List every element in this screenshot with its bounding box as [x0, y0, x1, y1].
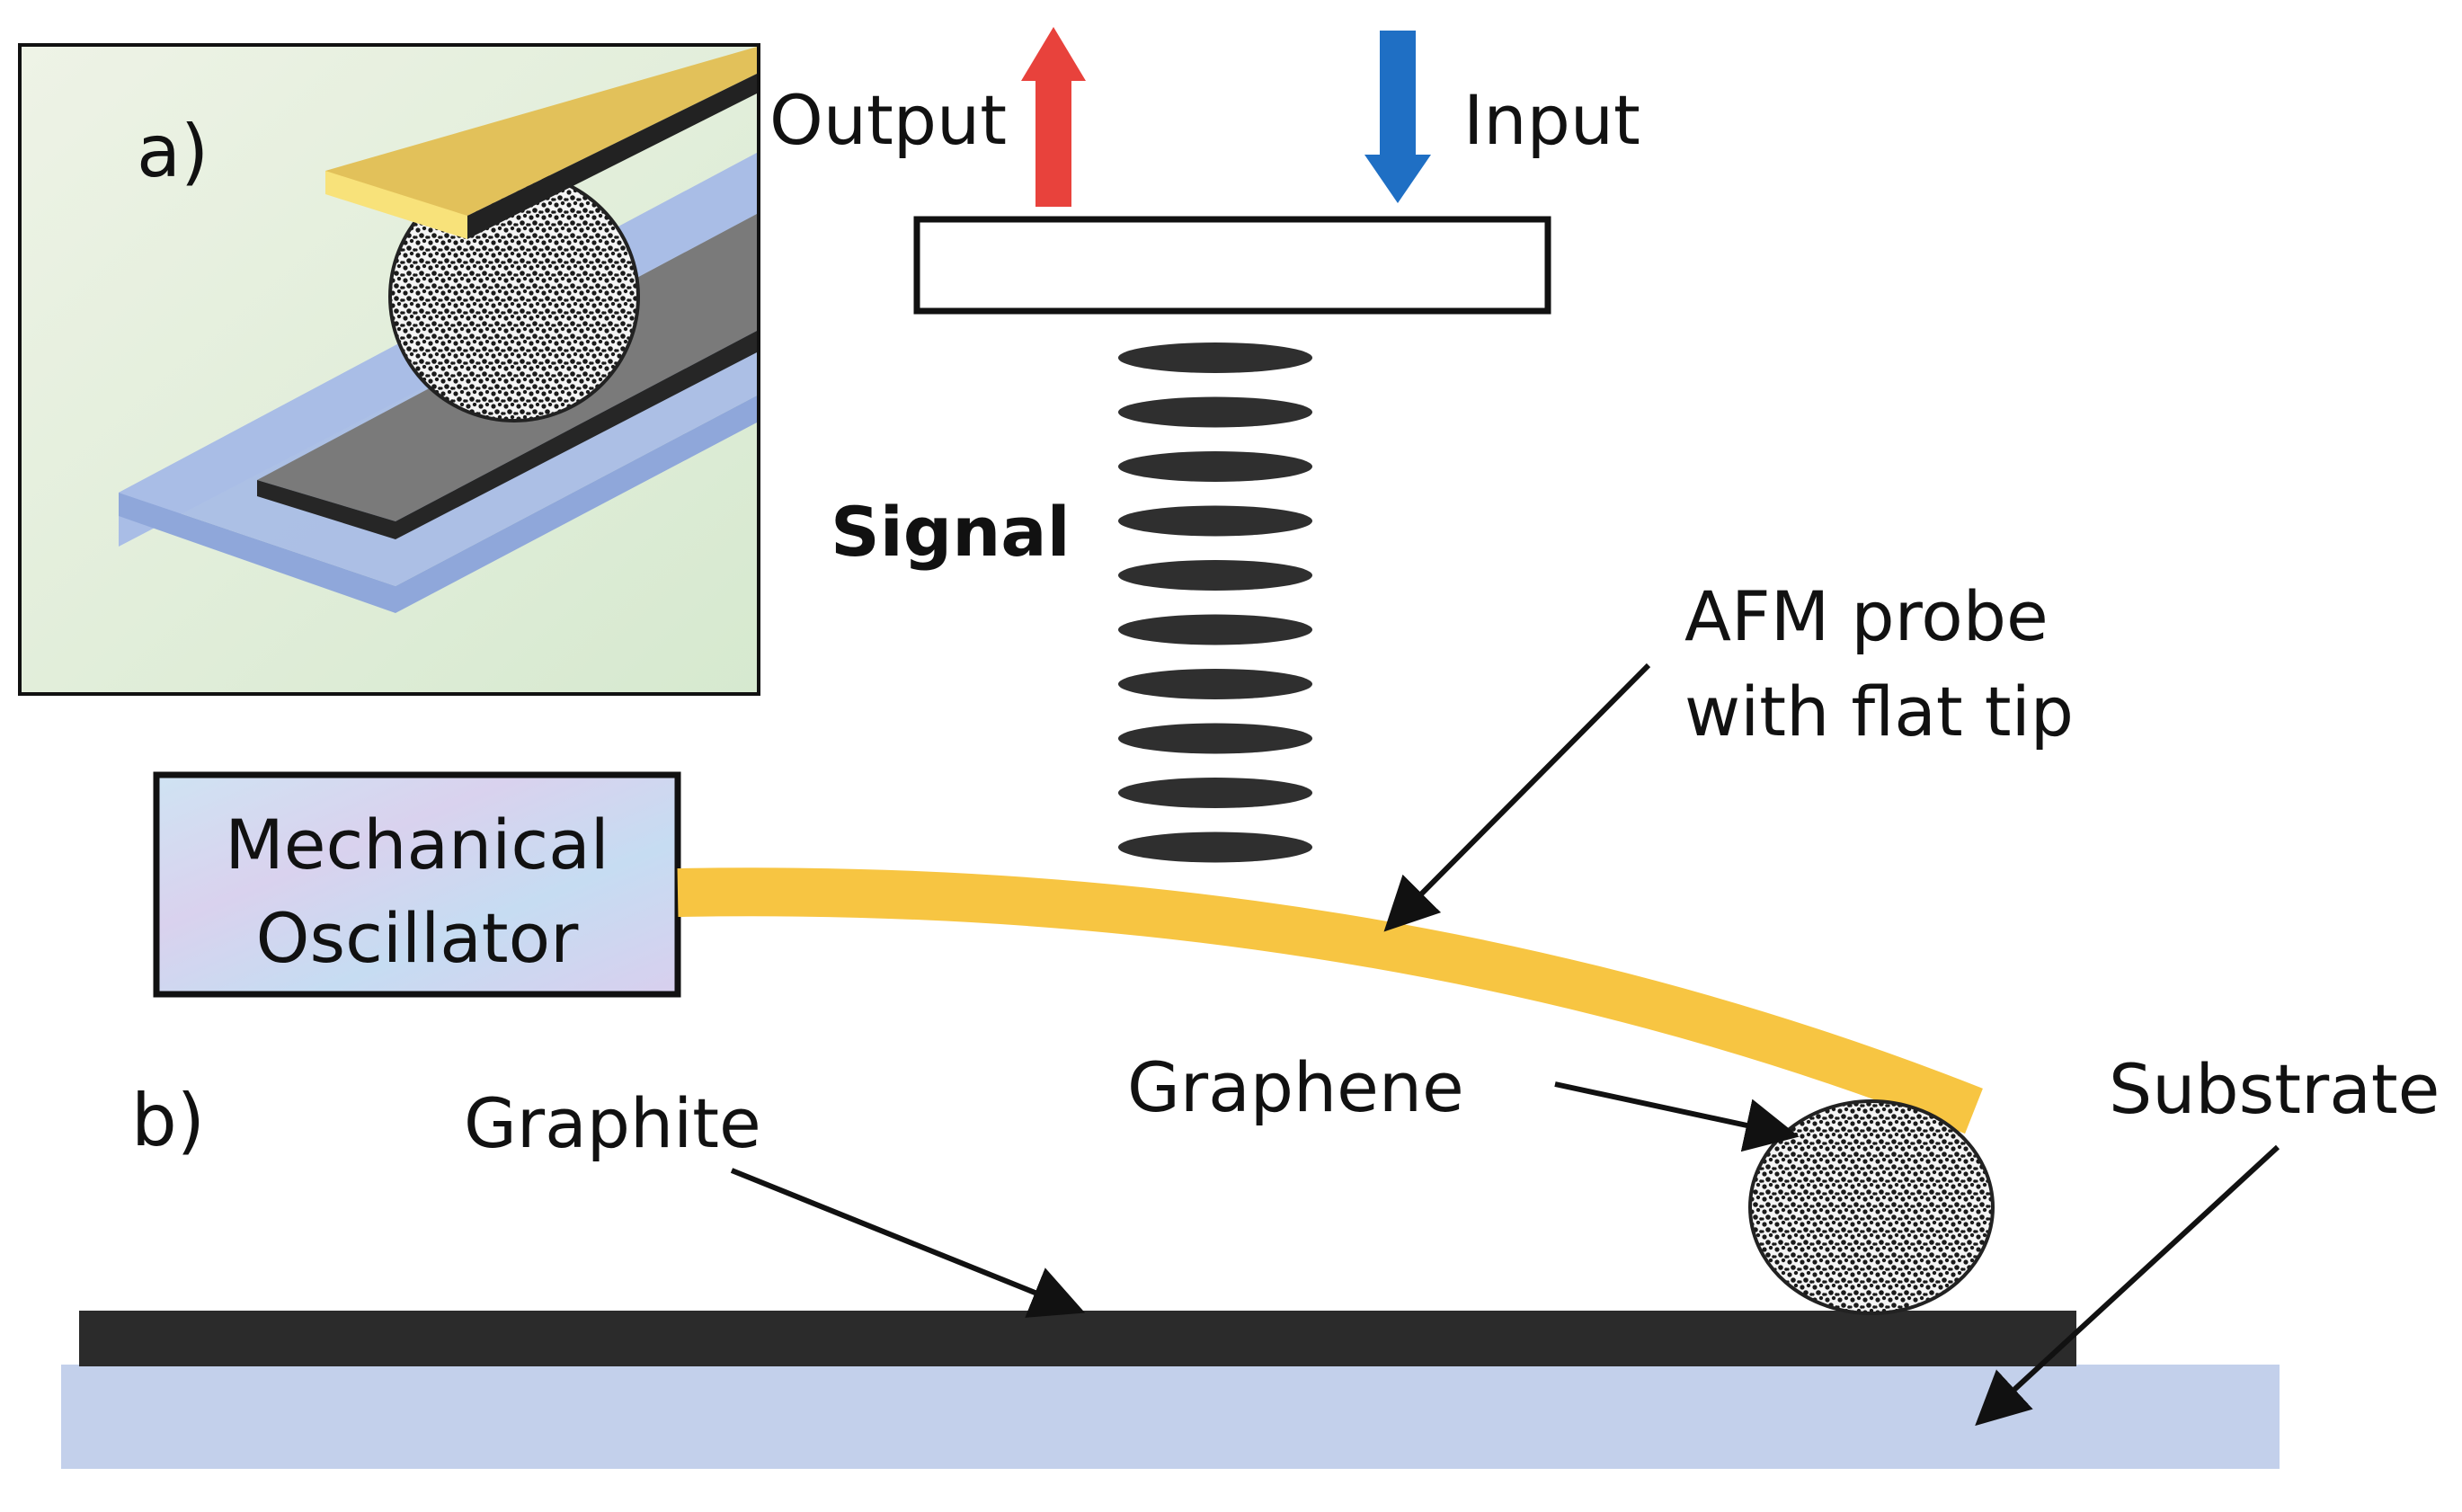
signal-ellipse — [1118, 669, 1312, 699]
signal-ellipse — [1118, 723, 1312, 754]
signal-ellipse — [1118, 832, 1312, 863]
substrate-pointer-arrow — [1975, 1144, 2280, 1427]
substrate-label: Substrate — [2109, 1049, 2440, 1129]
signal-ellipse — [1118, 396, 1312, 428]
mechanical-label-line2: Oscillator — [256, 898, 579, 978]
signal-ellipse — [1118, 614, 1312, 645]
signal-label: Signal — [831, 492, 1071, 572]
mechanical-label-line1: Mechanical — [225, 805, 609, 885]
panel-b-label: b) — [131, 1079, 205, 1162]
graphene-flake — [1748, 1099, 1995, 1315]
inset-cantilever-front — [325, 171, 467, 239]
substrate-slab — [61, 1365, 2280, 1469]
afm-cantilever — [677, 867, 1983, 1134]
mechanical-oscillator: Mechanical Oscillator — [153, 771, 681, 998]
output-arrow-icon — [1021, 27, 1086, 207]
input-label: Input — [1463, 80, 1640, 160]
signal-ellipse — [1118, 560, 1312, 591]
panel-a-inset: a) — [18, 43, 760, 696]
signal-ellipse — [1118, 778, 1312, 808]
afm-pointer-arrow — [1383, 663, 1651, 932]
afm-label-line1: AFM probe — [1684, 576, 2049, 656]
afm-label-line2: with flat tip — [1684, 672, 2074, 752]
signal-ellipse — [1118, 342, 1312, 373]
io-box-group: Output Input — [769, 27, 1640, 315]
inset-cantilever-side — [467, 74, 757, 239]
io-box — [913, 216, 1551, 315]
signal-stack — [1118, 342, 1312, 863]
signal-ellipse — [1118, 451, 1312, 482]
panel-a-label: a) — [137, 110, 209, 193]
output-label: Output — [769, 80, 1007, 160]
signal-ellipse — [1118, 505, 1312, 537]
graphene-label: Graphene — [1127, 1047, 1464, 1127]
inset-cantilever-top — [325, 47, 757, 216]
inset-substrate-edge — [119, 396, 757, 613]
graphene-pointer-arrow — [1554, 1081, 1800, 1152]
graphite-pointer-arrow — [730, 1168, 1086, 1318]
graphite-label: Graphite — [464, 1083, 761, 1163]
input-arrow-icon — [1364, 31, 1431, 203]
graphite-layer — [79, 1311, 2076, 1366]
